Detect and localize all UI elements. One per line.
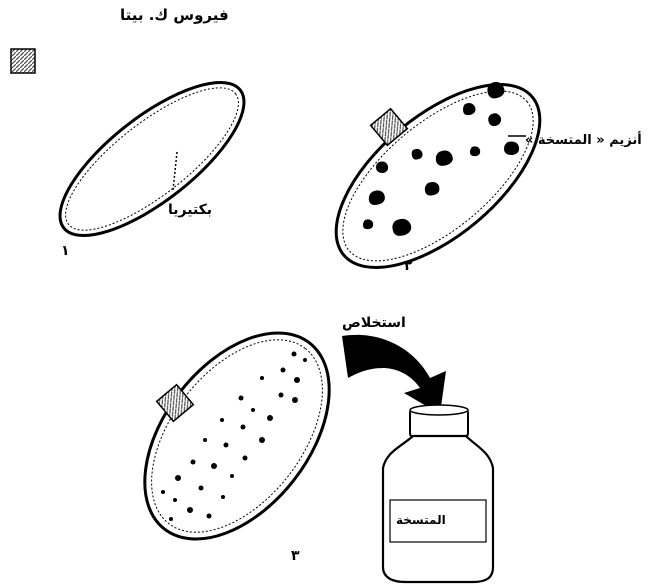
bacterium-2 <box>305 51 571 301</box>
extraction-label: استخلاص <box>342 315 406 331</box>
page-title: فيروس ك. بيتا <box>120 6 229 24</box>
extraction-arrow <box>342 335 446 414</box>
stage-number-2: ٢ <box>404 258 413 274</box>
bacterium-1 <box>38 57 266 261</box>
stage-number-3: ٣ <box>291 548 300 564</box>
bacteria-label: بكتيريا <box>168 202 212 218</box>
stage-number-1: ١ <box>61 243 70 259</box>
virus-legend-icon <box>11 49 35 73</box>
bacterium-3 <box>108 299 367 574</box>
bottle-label: المتسخة <box>396 513 446 527</box>
enzyme-label: أنزيم « المتسخة » <box>525 133 642 148</box>
extract-bottle <box>383 405 493 582</box>
